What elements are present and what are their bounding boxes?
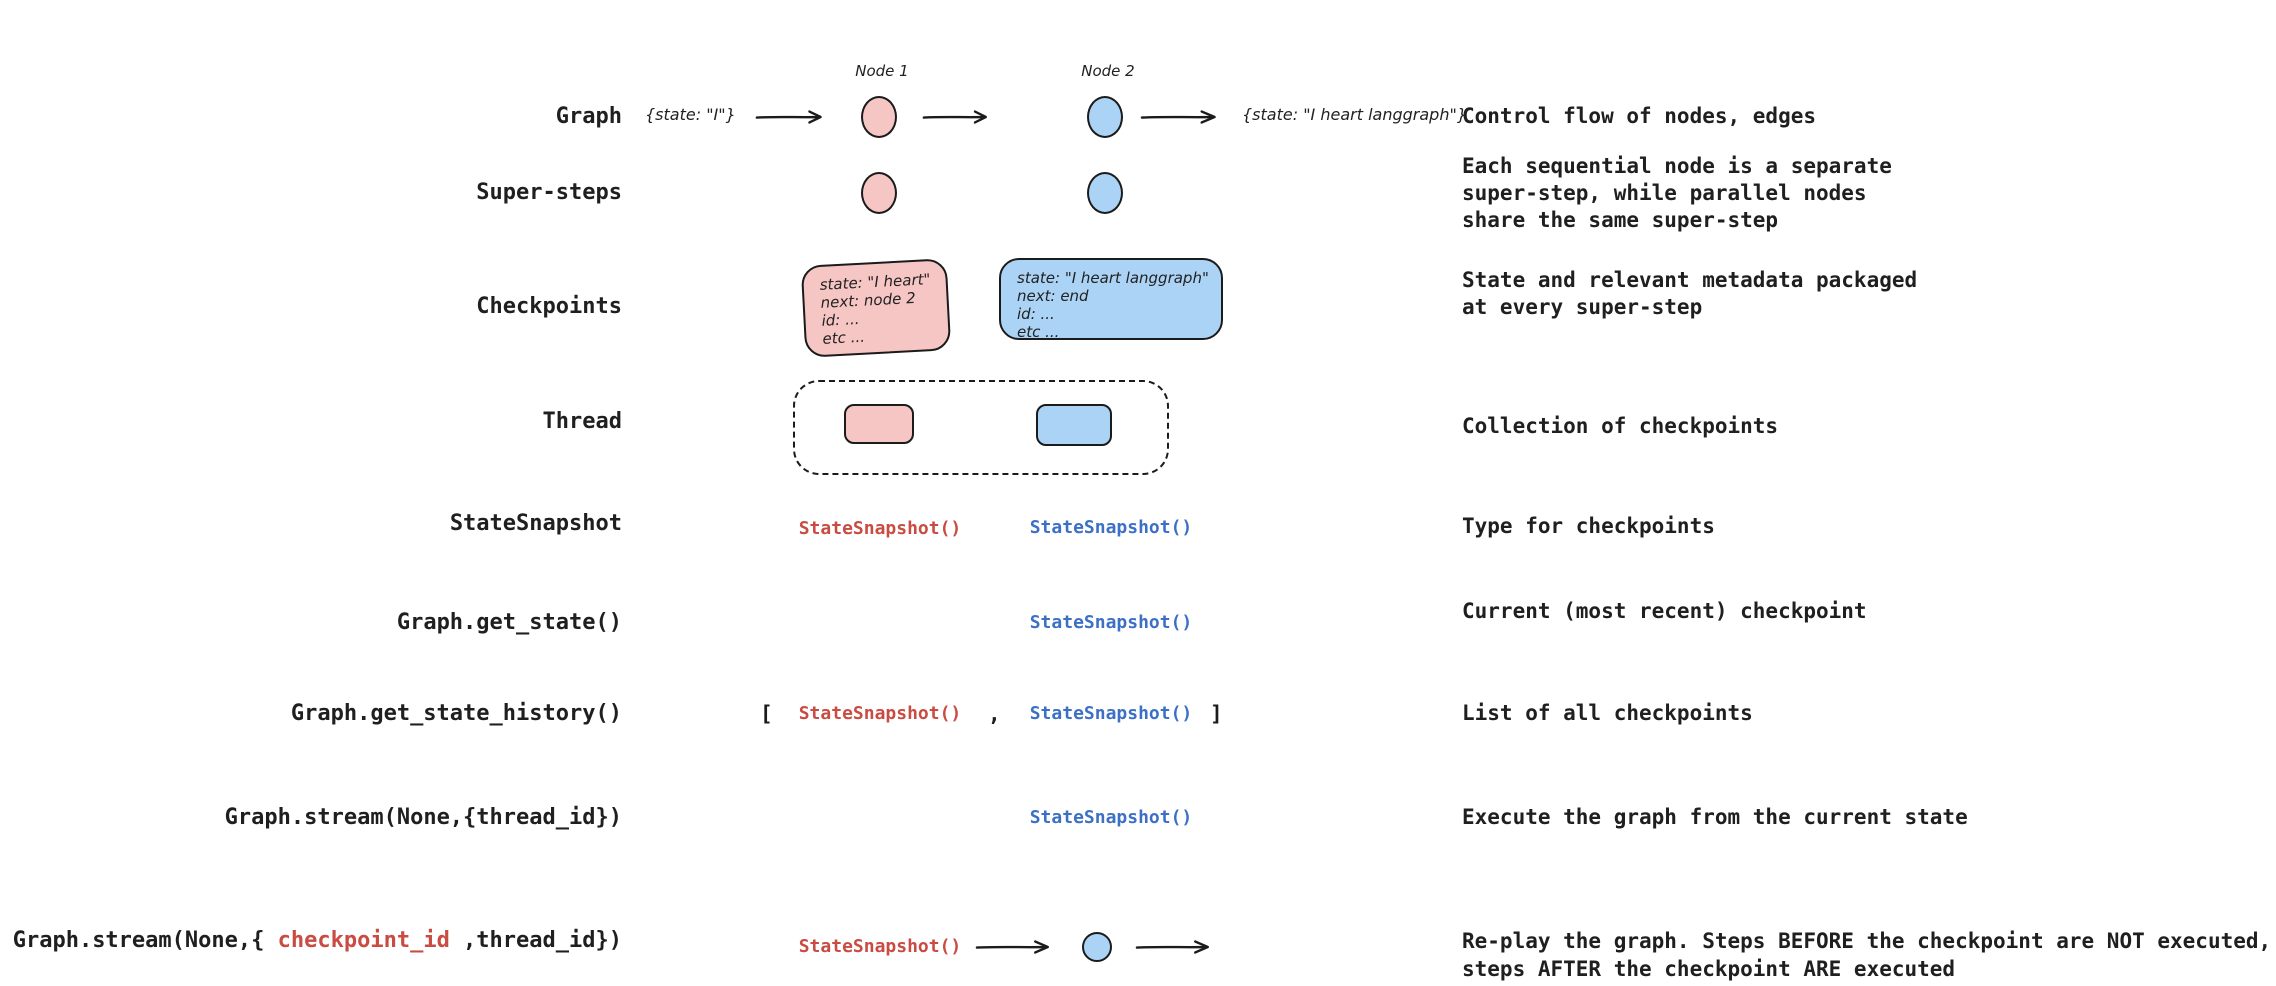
- history-comma: ,: [988, 702, 1001, 726]
- checkpoint-blue-line: state: "I heart langgraph": [1017, 269, 1209, 287]
- row-label-stream-thread: Graph.stream(None,{thread_id}): [224, 805, 622, 830]
- state-snapshot-red-token: StateSnapshot(): [798, 518, 962, 539]
- thread-checkpoint-pink: [844, 404, 914, 444]
- arrow-right-icon: [922, 110, 987, 124]
- checkpoint-blue-line: etc ...: [1017, 323, 1060, 341]
- row-desc-statesnapshot: Type for checkpoints: [1462, 514, 1715, 538]
- super-step-node1-circle: [861, 172, 897, 214]
- graph-input-state-text: {state: "I"}: [645, 105, 736, 124]
- history-snapshot-blue-token: StateSnapshot(): [1029, 703, 1193, 724]
- node1-circle: [861, 96, 897, 138]
- history-snapshot-red-token: StateSnapshot(): [798, 703, 962, 724]
- row-desc-get-state: Current (most recent) checkpoint: [1462, 599, 1867, 623]
- row-label-graph: Graph: [555, 104, 622, 129]
- row-label-statesnapshot: StateSnapshot: [449, 511, 622, 536]
- thread-checkpoint-blue: [1036, 404, 1112, 446]
- history-open-bracket: [: [760, 702, 773, 726]
- get-state-snapshot-token: StateSnapshot(): [1029, 612, 1193, 633]
- row-desc-get-state-history: List of all checkpoints: [1462, 701, 1753, 725]
- history-close-bracket: ]: [1210, 702, 1223, 726]
- graph-output-state-text: {state: "I heart langgraph"}: [1242, 105, 1467, 124]
- stream-snapshot-token: StateSnapshot(): [1029, 807, 1193, 828]
- checkpoint-box-blue: state: "I heart langgraph" next: end id:…: [999, 258, 1223, 341]
- checkpoint-id-highlight: checkpoint_id: [277, 928, 450, 953]
- row-desc-super-steps: Each sequential node is a separate super…: [1462, 154, 1892, 232]
- row-desc-stream-checkpoint: Re-play the graph. Steps BEFORE the chec…: [1462, 929, 2272, 981]
- row-label-checkpoints: Checkpoints: [476, 294, 622, 319]
- row-desc-thread: Collection of checkpoints: [1462, 414, 1779, 438]
- arrow-right-icon: [1140, 110, 1216, 124]
- row-label-get-state: Graph.get_state(): [396, 610, 622, 635]
- row-label-get-state-history: Graph.get_state_history(): [290, 701, 622, 726]
- row-label-thread: Thread: [542, 409, 622, 434]
- node1-label: Node 1: [855, 62, 909, 80]
- row-desc-checkpoints: State and relevant metadata packaged at …: [1462, 268, 1918, 319]
- replay-snapshot-red-token: StateSnapshot(): [798, 936, 962, 957]
- checkpoint-blue-line: id: ...: [1017, 305, 1055, 323]
- row-desc-stream-thread: Execute the graph from the current state: [1462, 805, 1968, 829]
- label-prefix: Graph.stream(None,{: [12, 928, 278, 953]
- checkpoint-blue-line: next: end: [1017, 287, 1089, 305]
- node2-label: Node 2: [1081, 62, 1135, 80]
- row-desc-graph: Control flow of nodes, edges: [1462, 104, 1817, 128]
- arrow-right-icon: [975, 940, 1049, 954]
- row-label-stream-checkpoint: Graph.stream(None,{ checkpoint_id ,threa…: [0, 927, 622, 955]
- thread-dashed-box: [793, 380, 1169, 475]
- arrow-right-icon: [1135, 940, 1209, 954]
- state-snapshot-blue-token: StateSnapshot(): [1029, 517, 1193, 538]
- super-step-node2-circle: [1087, 172, 1123, 214]
- label-suffix: ,thread_id}): [449, 928, 622, 953]
- checkpoint-box-pink: state: "I heart" next: node 2 id: ... et…: [800, 258, 952, 358]
- node2-circle: [1087, 96, 1123, 138]
- replay-node-circle: [1082, 932, 1112, 962]
- row-label-super-steps: Super-steps: [476, 180, 622, 205]
- arrow-right-icon: [755, 110, 822, 124]
